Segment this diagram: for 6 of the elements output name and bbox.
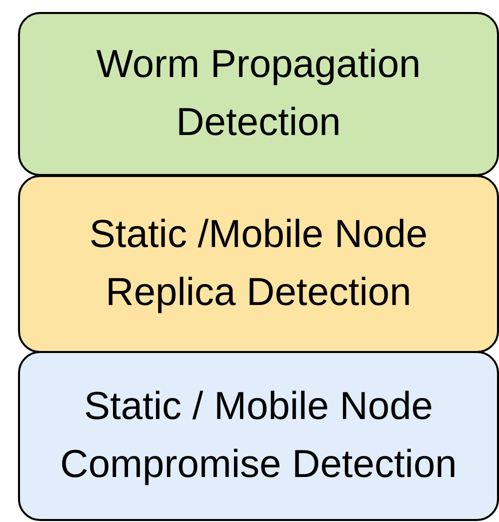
box-label: Static /Mobile Node Replica Detection [88,212,429,316]
box-label: Static / Mobile Node Compromise Detection [59,384,458,488]
process-box [18,12,499,176]
process-box [18,351,499,521]
box-label: Worm Propagation Detection [95,42,422,146]
process-box [18,175,499,353]
